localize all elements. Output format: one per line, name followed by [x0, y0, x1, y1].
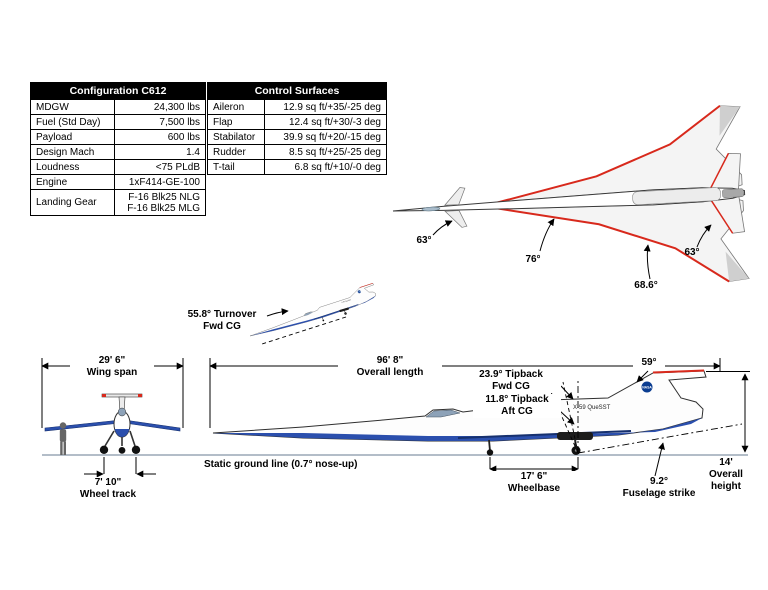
row-label: Flap — [206, 114, 266, 130]
row-value: 6.8 sq ft/+10/-0 deg — [264, 159, 387, 175]
tipback-aft-cg-label: 11.8° Tipback Aft CG — [473, 394, 561, 418]
top-view-plane — [392, 104, 750, 283]
wheelbase-dimension-label: 17' 6" Wheelbase — [493, 471, 575, 495]
human-scale-figure — [59, 422, 67, 455]
row-value: F-16 Blk25 NLG F-16 Blk25 MLG — [114, 189, 206, 216]
row-label: Engine — [30, 174, 115, 190]
row-value: 12.4 sq ft/+30/-3 deg — [264, 114, 387, 130]
table-row: Loudness<75 PLdB — [30, 159, 206, 175]
inboard-wing-sweep-label: 76° — [525, 254, 541, 265]
tipback-fwd-cg-label: 23.9° Tipback Fwd CG — [461, 369, 561, 393]
row-label: Rudder — [206, 144, 266, 160]
row-value: 39.9 sq ft/+20/-15 deg — [264, 129, 387, 145]
row-value: 1xF414-GE-100 — [114, 174, 206, 190]
control-surfaces-table-title: Control Surfaces — [207, 82, 387, 100]
stabilator-sweep-label: 63° — [684, 247, 700, 258]
row-value: <75 PLdB — [114, 159, 206, 175]
overall-height-dimension-label: 14' Overall height — [700, 457, 752, 493]
configuration-table-title: Configuration C612 — [30, 82, 206, 100]
row-value: 12.9 sq ft/+35/-25 deg — [264, 99, 387, 115]
canard-sweep-label: 63° — [416, 235, 432, 246]
row-label: Stabilator — [206, 129, 266, 145]
row-label: T-tail — [206, 159, 266, 175]
canard-upper — [443, 187, 466, 206]
row-label: Aileron — [206, 99, 266, 115]
turnover-label: 55.8° Turnover Fwd CG — [187, 309, 257, 332]
row-label: MDGW — [30, 99, 115, 115]
row-label: Payload — [30, 129, 115, 145]
wheel-track-dimension-label: 7' 10" Wheel track — [66, 477, 150, 501]
overall-length-dimension-label: 96' 8" Overall length — [338, 355, 442, 379]
canard-lower — [444, 210, 468, 228]
row-value: 1.4 — [114, 144, 206, 160]
outboard-wing-sweep-label: 68.6° — [634, 280, 658, 291]
row-value: 8.5 sq ft/+25/-25 deg — [264, 144, 387, 160]
row-label: Design Mach — [30, 144, 115, 160]
row-label: Loudness — [30, 159, 115, 175]
fin-sweep-label: 59° — [633, 357, 665, 369]
turnover-angle-line — [261, 316, 347, 345]
row-value: 600 lbs — [114, 129, 206, 145]
front-view-plane — [44, 393, 181, 454]
wing-span-dimension-label: 29' 6" Wing span — [70, 355, 154, 379]
static-ground-line-label: Static ground line (0.7° nose-up) — [204, 459, 358, 470]
row-label: Landing Gear — [30, 189, 115, 216]
row-value: 24,300 lbs — [114, 99, 206, 115]
table-row: Fuel (Std Day)7,500 lbs — [30, 114, 206, 130]
side-view-plane — [212, 369, 707, 457]
annotation-arrows — [266, 218, 712, 477]
fuselage-strike-label: 9.2° Fuselage strike — [612, 476, 706, 500]
row-label: Fuel (Std Day) — [30, 114, 115, 130]
row-value: 7,500 lbs — [114, 114, 206, 130]
